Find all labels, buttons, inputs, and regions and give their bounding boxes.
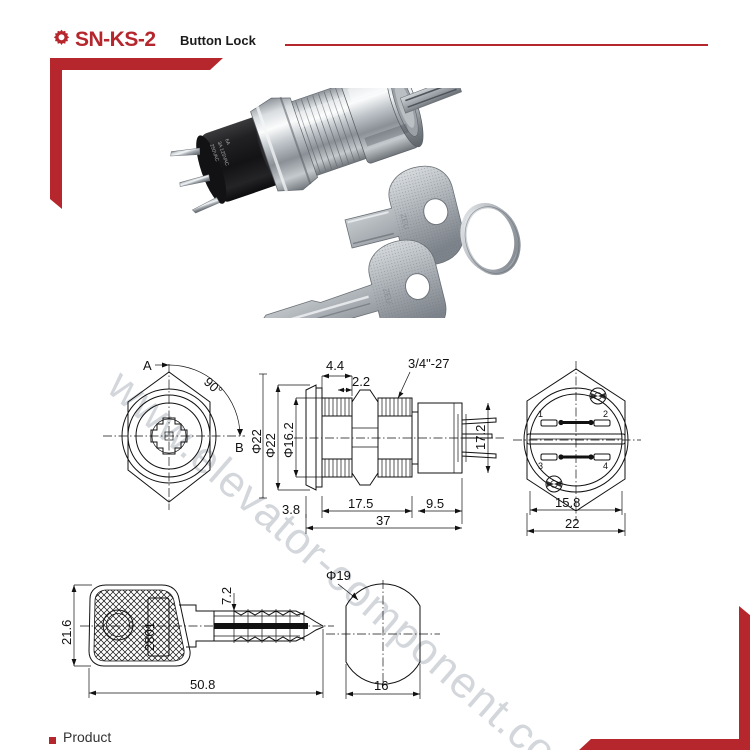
- terminal-number-1: 1: [538, 409, 543, 419]
- label-cap-diameter: Φ19: [326, 568, 351, 583]
- model-code: SN-KS-2: [75, 28, 156, 51]
- label-total-length: 37: [376, 513, 390, 528]
- label-bezel-thickness: 2.2: [352, 374, 370, 389]
- label-key-overall-length: 50.8: [190, 677, 215, 692]
- label-flange-diameter: Φ22: [263, 433, 278, 458]
- svg-text:ZEU: ZEU: [381, 287, 394, 305]
- label-thread-spec: 3/4"-27: [408, 356, 449, 371]
- rear-view-drawing: 1 2 3 4 15.8 22: [513, 361, 641, 536]
- label-position-b: B: [235, 440, 244, 455]
- svg-text:250VAC: 250VAC: [208, 143, 220, 163]
- label-bezel-step: 4.4: [326, 358, 344, 373]
- label-position-a: A: [143, 358, 152, 373]
- label-across-flats: 15.8: [555, 495, 580, 510]
- svg-text:ZEU: ZEU: [398, 213, 411, 231]
- label-across-corners: 22: [565, 516, 579, 531]
- terminal-number-2: 2: [603, 409, 608, 419]
- label-body-height: 17.2: [473, 425, 488, 450]
- corner-bracket-bottom-right: [579, 606, 750, 750]
- side-view-drawing: 4.4 2.2 3/4"-27 Φ22 Φ16.2 17.2 3.8: [263, 356, 504, 534]
- key-drawing: 2801 21.6 7.2: [59, 584, 334, 698]
- label-outer-diameter: Φ22: [249, 429, 264, 454]
- label-rotation-angle: 90°: [201, 374, 226, 398]
- gear-icon: [53, 29, 70, 45]
- footer-label: Product: [63, 729, 112, 745]
- label-bezel-depth: 3.8: [282, 502, 300, 517]
- terminal-number-3: 3: [538, 461, 543, 471]
- footer-bullet: [49, 737, 56, 744]
- page-header: SN-KS-2 Button Lock: [0, 0, 750, 62]
- label-key-blade-height: 7.2: [219, 587, 234, 605]
- terminal-number-4: 4: [603, 461, 608, 471]
- svg-text:6A: 6A: [223, 138, 231, 146]
- label-key-code: 2801: [142, 622, 157, 651]
- label-cap-width: 16: [374, 678, 388, 693]
- label-body-length: 9.5: [426, 496, 444, 511]
- product-photo: 250VAC 3A 125VAC 6A: [170, 88, 521, 318]
- header-divider-rule: [285, 44, 708, 46]
- label-bushing-diameter: Φ16.2: [281, 422, 296, 458]
- label-thread-length: 17.5: [348, 496, 373, 511]
- cap-drawing: Φ19 16: [326, 568, 440, 699]
- front-view-drawing: A 90° B Φ22: [103, 358, 267, 510]
- product-type-label: Button Lock: [180, 33, 256, 48]
- label-key-head-height: 21.6: [59, 620, 74, 645]
